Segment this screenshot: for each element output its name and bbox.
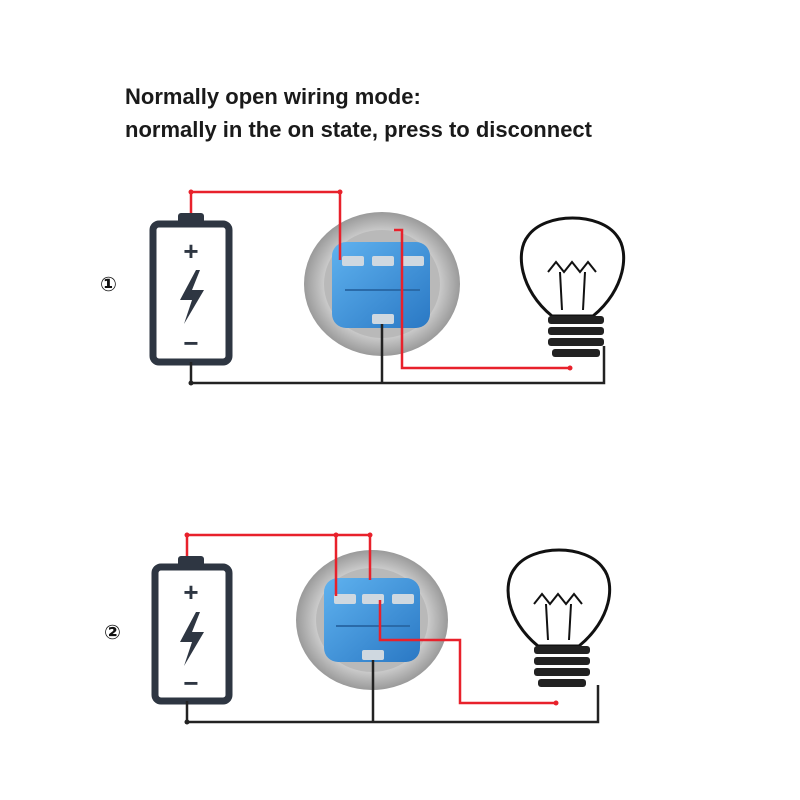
- circuit-1-number: ①: [100, 272, 117, 296]
- switch-to-bulb-wire-2: [378, 600, 556, 705]
- battery-1-plus: +: [183, 236, 198, 266]
- bulb-1-glass: [519, 216, 626, 318]
- bulb-1: [519, 216, 626, 357]
- switch-2-pin-a: [334, 594, 356, 604]
- switch-1-pin-d: [372, 314, 394, 324]
- lightning-icon: [180, 270, 204, 324]
- heading-line-1: Normally open wiring mode:: [125, 84, 421, 109]
- battery-1-minus: −: [183, 328, 198, 358]
- switch-1-pin-a: [342, 256, 364, 266]
- switch-to-bulb-wire-1: [394, 228, 570, 370]
- switch-2-pin-c: [392, 594, 414, 604]
- negative-wire-2: [185, 685, 600, 724]
- bulb-2-glass: [506, 548, 612, 648]
- switch-2-base: [324, 578, 420, 662]
- bulb-2: [506, 548, 612, 687]
- battery-2: + −: [151, 556, 233, 705]
- switch-2-pin-b: [362, 594, 384, 604]
- circuit-2: + −: [151, 532, 612, 725]
- positive-wire-1: [189, 190, 342, 260]
- switch-1-pin-c: [402, 256, 424, 266]
- switch-1: [304, 212, 460, 356]
- positive-wire-2: [185, 533, 372, 580]
- switch-2-pin-d: [362, 650, 384, 660]
- battery-2-plus: +: [183, 577, 198, 607]
- negative-wire-1: [189, 346, 606, 385]
- switch-1-pin-b: [372, 256, 394, 266]
- heading-line-2: normally in the on state, press to disco…: [125, 117, 592, 142]
- circuit-2-number: ②: [104, 620, 121, 644]
- lightning-icon: [180, 612, 204, 666]
- battery-2-minus: −: [183, 668, 198, 698]
- battery-1: + −: [149, 213, 233, 366]
- circuit-1: + −: [149, 189, 626, 386]
- diagram-heading: Normally open wiring mode: normally in t…: [125, 80, 592, 146]
